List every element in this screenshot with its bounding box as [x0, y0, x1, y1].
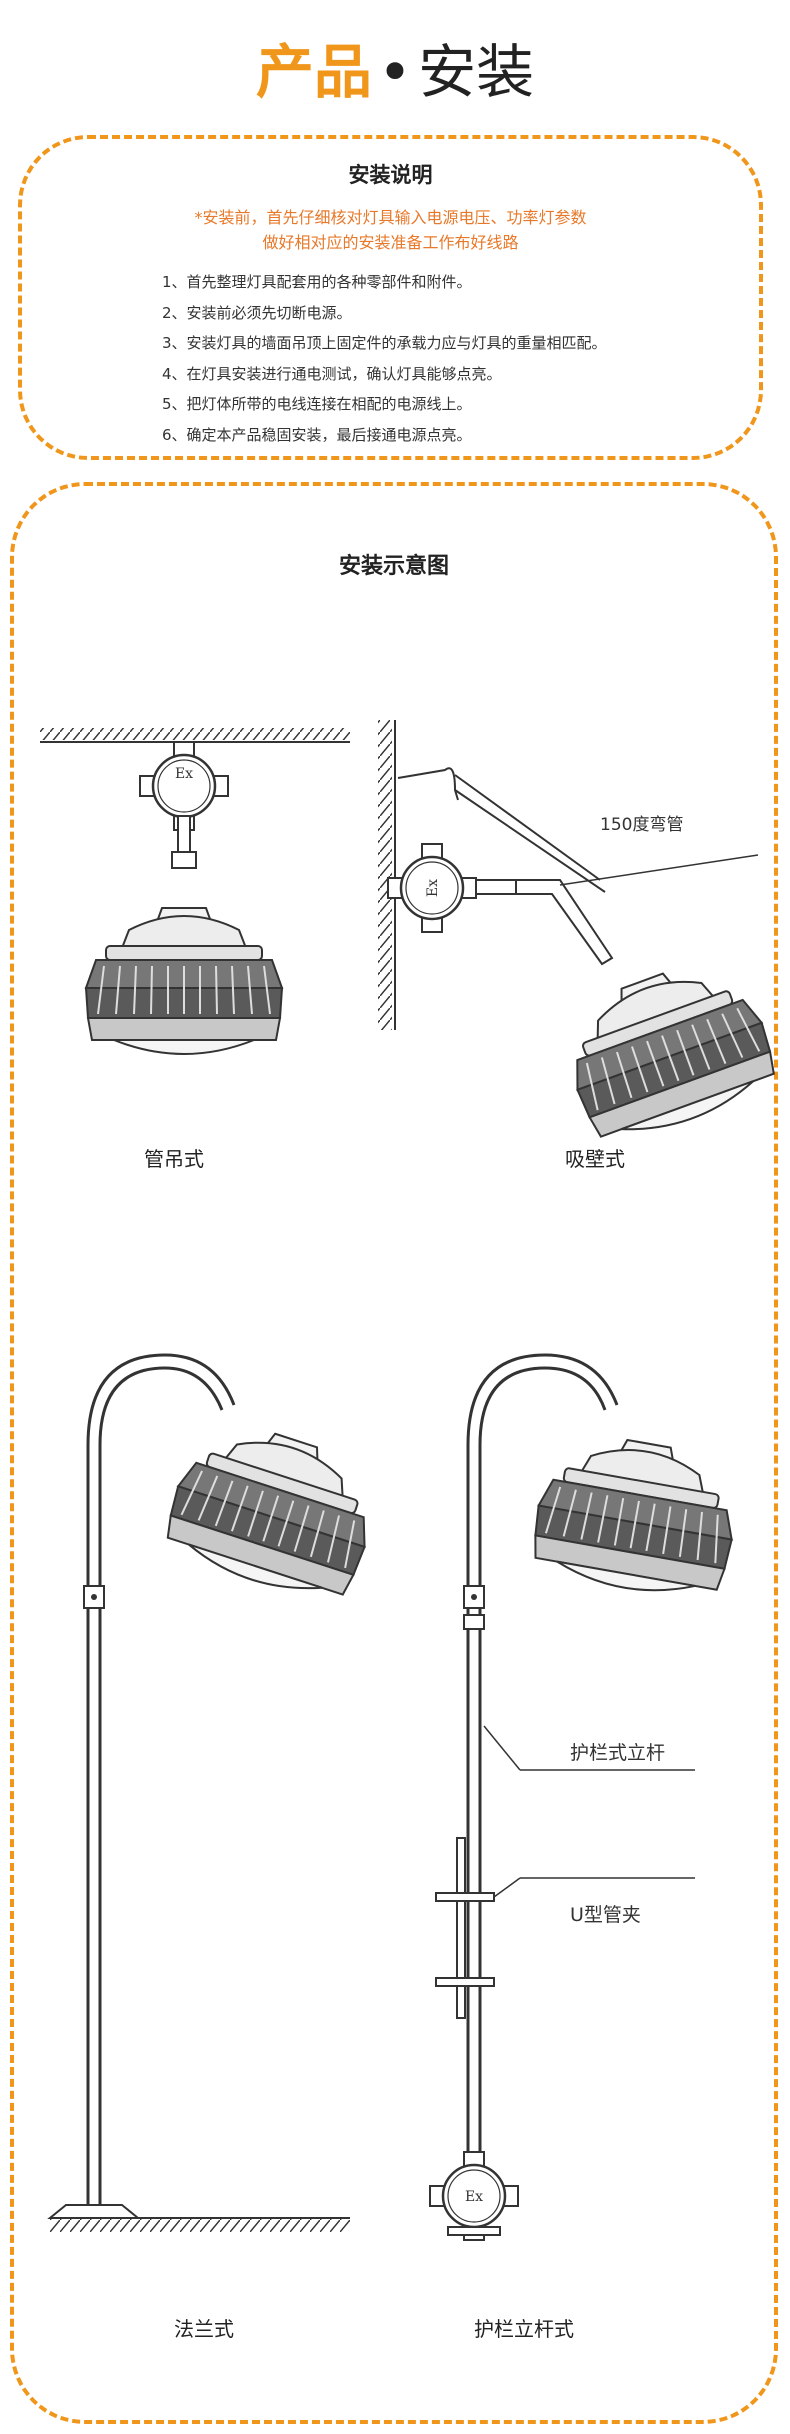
- diagram-guardrail-pole: [428, 1353, 747, 2242]
- step-item: 2、安装前必须先切断电源。: [162, 303, 352, 322]
- annotation-bend-pipe: 150度弯管: [600, 815, 684, 835]
- diagram-wall: [378, 720, 786, 1153]
- caption-guardrail-pole: 护栏立杆式: [474, 2317, 574, 2341]
- installation-diagram-panel: 安装示意图: [10, 482, 778, 2424]
- caption-pendant: 管吊式: [144, 1147, 204, 1171]
- warning-line-2: 做好相对应的安装准备工作布好线路: [262, 233, 519, 252]
- step-item: 5、把灯体所带的电线连接在相配的电源线上。: [162, 395, 472, 413]
- diagram-flange: [47, 1353, 391, 2232]
- title-rest: 安装: [418, 38, 535, 106]
- step-item: 4、在灯具安装进行通电测试，确认灯具能够点亮。: [162, 364, 502, 383]
- diagram-pendant: [40, 728, 350, 1055]
- warning-note: *安装前，首先仔细核对灯具输入电源电压、功率灯参数 做好相对应的安装准备工作布好…: [22, 205, 759, 255]
- caption-wall: 吸壁式: [565, 1147, 625, 1171]
- step-item: 3、安装灯具的墙面吊顶上固定件的承载力应与灯具的重量相匹配。: [162, 334, 607, 352]
- annotation-u-clamp: U型管夹: [570, 1904, 641, 1926]
- steps-list: 1、首先整理灯具配套用的各种零部件和附件。 2、安装前必须先切断电源。 3、安装…: [162, 267, 607, 450]
- installation-instructions-panel: 安装说明 *安装前，首先仔细核对灯具输入电源电压、功率灯参数 做好相对应的安装准…: [18, 135, 763, 460]
- ex-label: Ex: [175, 766, 193, 782]
- step-item: 6、确定本产品稳固安装，最后接通电源点亮。: [162, 425, 472, 444]
- step-item: 1、首先整理灯具配套用的各种零部件和附件。: [162, 273, 472, 291]
- diagram-title: 安装示意图: [338, 554, 449, 579]
- title-separator: •: [377, 38, 413, 106]
- caption-flange: 法兰式: [174, 2317, 234, 2341]
- instructions-title: 安装说明: [348, 163, 433, 187]
- title-highlight: 产品: [255, 38, 372, 106]
- ex-label-wall: Ex: [425, 879, 441, 897]
- warning-line-1: *安装前，首先仔细核对灯具输入电源电压、功率灯参数: [194, 208, 587, 227]
- page-title: 产品•安装: [0, 32, 790, 112]
- annotation-guardrail-pole: 护栏式立杆: [570, 1742, 666, 1764]
- ex-label-pole: Ex: [465, 2189, 483, 2205]
